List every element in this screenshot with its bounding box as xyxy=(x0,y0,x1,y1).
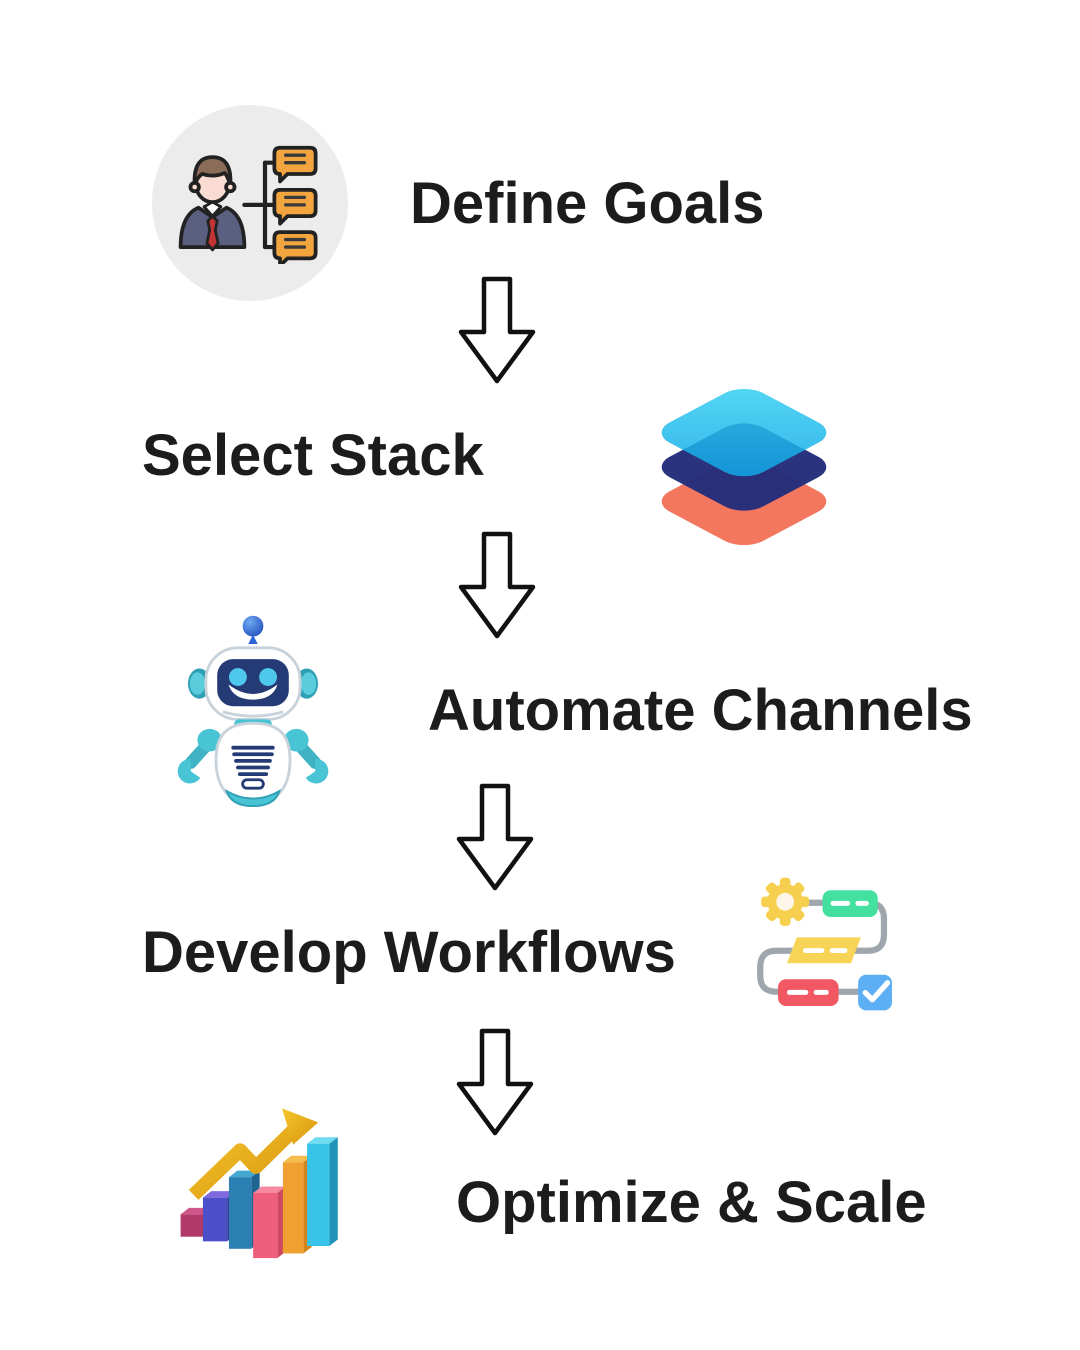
step-label-define-goals: Define Goals xyxy=(410,171,765,236)
bar-chart-growth-icon xyxy=(180,1108,338,1259)
define-goals-icon-circle xyxy=(152,105,348,301)
down-arrow-icon xyxy=(456,783,534,891)
growth-arrow-icon xyxy=(188,1108,319,1200)
step-label-automate-channels: Automate Channels xyxy=(428,678,973,743)
step-label-select-stack: Select Stack xyxy=(142,423,484,488)
person-decision-tree-icon xyxy=(178,145,318,264)
gear-icon xyxy=(761,877,810,926)
layers-stack-icon xyxy=(661,388,827,546)
checkmark-icon xyxy=(862,980,891,1003)
down-arrow-icon xyxy=(458,531,536,639)
step-label-optimize-scale: Optimize & Scale xyxy=(456,1170,927,1235)
step-label-develop-workflows: Develop Workflows xyxy=(142,920,676,985)
down-arrow-icon xyxy=(458,276,536,384)
down-arrow-icon xyxy=(456,1028,534,1136)
robot-icon xyxy=(177,615,329,808)
workflow-process-icon xyxy=(757,877,892,1011)
